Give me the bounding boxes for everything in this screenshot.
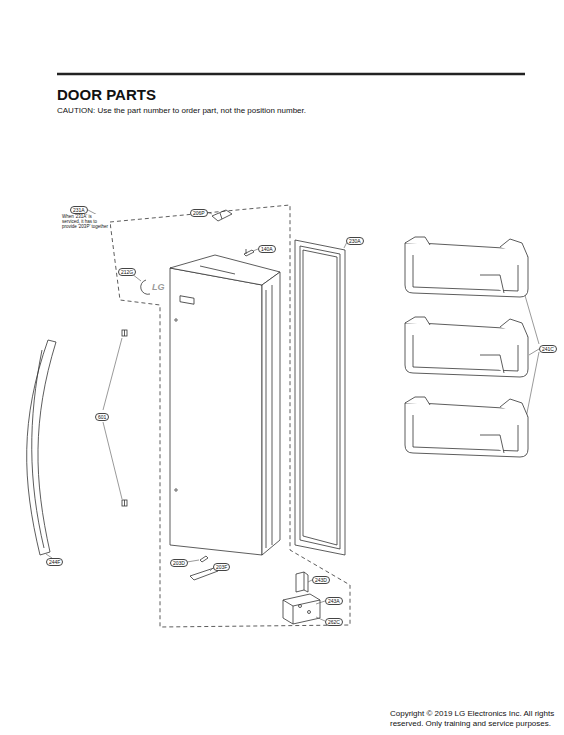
callout-number: 206P (190, 209, 208, 217)
copyright-note: Copyright © 2019 LG Electronics Inc. All… (390, 709, 555, 729)
callout-number: 203D (170, 559, 188, 567)
callout-number: 262C (325, 618, 343, 626)
page-title: DOOR PARTS (57, 86, 156, 103)
callout-number: 212G (118, 268, 136, 276)
part-203D (200, 556, 208, 562)
door-body (170, 255, 280, 555)
door-bin (405, 397, 528, 457)
assembly-outline (110, 205, 350, 627)
door-bins (405, 237, 528, 457)
callout-number: 241C (539, 345, 557, 353)
screws (122, 330, 127, 506)
callout-number: 203F (213, 563, 230, 571)
handle-edge (32, 350, 44, 548)
header-rule (57, 73, 525, 76)
door-bin (405, 237, 528, 297)
callout-number: 231A (70, 206, 88, 214)
hinge-hole (308, 611, 311, 614)
callout-number: 230A (346, 237, 364, 245)
door-gasket (295, 240, 345, 555)
callout-number: 244F (46, 558, 63, 566)
callout-number: 140A (258, 245, 276, 253)
callout-number: 243A (325, 597, 343, 605)
service-note: When '231A' is serviced, it has to provi… (62, 214, 110, 229)
hinge-hole (299, 605, 302, 608)
door-handle (27, 340, 56, 555)
logo-emblem (141, 280, 150, 294)
part-140A (244, 249, 254, 256)
part-243D (296, 572, 308, 592)
door-bin (405, 317, 528, 377)
brand-logo: LG (152, 282, 165, 292)
caution-note: CAUTION: Use the part number to order pa… (57, 106, 306, 115)
part-206P (212, 210, 232, 221)
callout-number: 243D (312, 576, 330, 584)
leader-lines (46, 210, 539, 621)
callout-number: 601 (95, 413, 109, 421)
hinge-bracket (283, 594, 320, 624)
